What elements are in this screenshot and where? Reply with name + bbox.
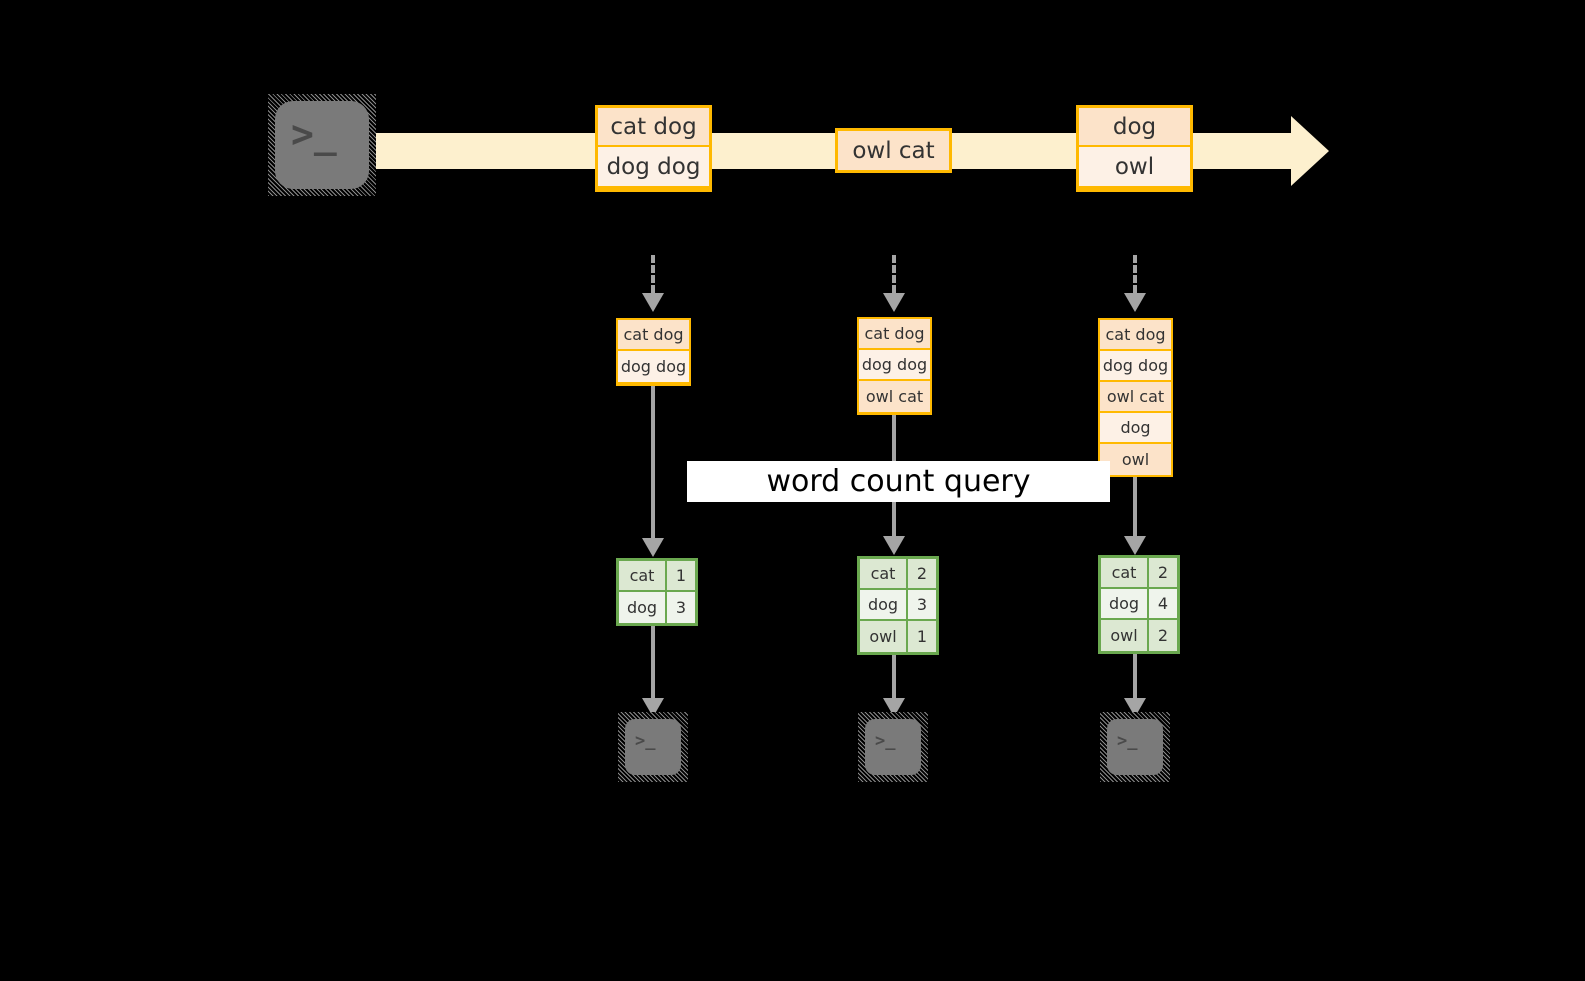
sink-terminal-icon-col1[interactable]: >_ [618, 712, 688, 782]
stream-band-mid1 [710, 133, 836, 169]
stream-event-group-2[interactable]: owl cat [835, 128, 952, 173]
query-arrowhead-col3 [1124, 536, 1146, 555]
sink-line-col3 [1133, 652, 1137, 698]
tap-arrowhead-col1 [642, 293, 664, 312]
buffer-event: cat dog [618, 320, 689, 351]
buffer-col2[interactable]: cat dog dog dog owl cat [857, 317, 932, 415]
result-table-col3[interactable]: cat 2 dog 4 owl 2 [1098, 555, 1180, 654]
terminal-screen: >_ [275, 101, 369, 189]
terminal-screen: >_ [625, 719, 681, 775]
buffer-event: dog dog [859, 350, 930, 381]
stream-band-right [1193, 133, 1291, 169]
table-cell-word: owl [1101, 620, 1149, 651]
buffer-event: cat dog [1100, 320, 1171, 351]
query-banner-label: word count query [766, 464, 1031, 499]
tap-line-col3 [1133, 255, 1137, 293]
terminal-screen: >_ [1107, 719, 1163, 775]
buffer-event: cat dog [859, 319, 930, 350]
table-cell-count: 3 [667, 592, 695, 623]
result-table-col1[interactable]: cat 1 dog 3 [616, 558, 698, 626]
sink-terminal-icon-col3[interactable]: >_ [1100, 712, 1170, 782]
sink-line-col1 [651, 625, 655, 698]
terminal-prompt-glyph: >_ [635, 731, 656, 751]
buffer-col3[interactable]: cat dog dog dog owl cat dog owl [1098, 318, 1173, 477]
tap-line-col1 [651, 255, 655, 293]
stream-event: owl [1079, 147, 1190, 186]
table-cell-count: 3 [908, 590, 936, 619]
buffer-event: dog [1100, 413, 1171, 444]
terminal-prompt-glyph: >_ [1117, 731, 1138, 751]
stream-event-group-3[interactable]: dog owl [1076, 105, 1193, 192]
table-row: dog 4 [1101, 589, 1177, 620]
sink-line-col2 [892, 653, 896, 698]
query-arrowhead-col1 [642, 538, 664, 557]
query-arrowhead-col2 [883, 536, 905, 555]
table-cell-count: 2 [1149, 620, 1177, 651]
table-row: owl 2 [1101, 620, 1177, 651]
table-cell-count: 1 [908, 621, 936, 652]
stream-event: owl cat [838, 131, 949, 170]
stream-event: dog dog [598, 147, 709, 186]
table-row: cat 2 [1101, 558, 1177, 589]
table-cell-word: cat [1101, 558, 1149, 587]
table-cell-count: 4 [1149, 589, 1177, 618]
buffer-event: owl cat [1100, 382, 1171, 413]
tap-line-col2 [892, 255, 896, 293]
table-cell-count: 2 [1149, 558, 1177, 587]
stream-arrowhead [1291, 116, 1329, 186]
stream-band-mid2 [950, 133, 1077, 169]
buffer-col1[interactable]: cat dog dog dog [616, 318, 691, 386]
tap-arrowhead-col2 [883, 293, 905, 312]
table-cell-count: 2 [908, 559, 936, 588]
buffer-event: owl cat [859, 381, 930, 412]
table-cell-count: 1 [667, 561, 695, 590]
tap-arrowhead-col3 [1124, 293, 1146, 312]
query-banner: word count query [687, 461, 1110, 502]
stream-event: dog [1079, 108, 1190, 147]
table-cell-word: owl [860, 621, 908, 652]
table-cell-word: cat [619, 561, 667, 590]
buffer-event: dog dog [1100, 351, 1171, 382]
table-row: cat 2 [860, 559, 936, 590]
sink-terminal-icon-col2[interactable]: >_ [858, 712, 928, 782]
result-table-col2[interactable]: cat 2 dog 3 owl 1 [857, 556, 939, 655]
table-cell-word: dog [1101, 589, 1149, 618]
query-line-col3 [1133, 477, 1137, 536]
table-row: owl 1 [860, 621, 936, 652]
terminal-prompt-glyph: >_ [875, 731, 896, 751]
table-cell-word: dog [619, 592, 667, 623]
query-line-col1 [651, 386, 655, 538]
stream-band-left [368, 133, 600, 169]
stream-event-group-1[interactable]: cat dog dog dog [595, 105, 712, 192]
table-row: dog 3 [619, 592, 695, 623]
table-row: cat 1 [619, 561, 695, 592]
table-cell-word: dog [860, 590, 908, 619]
terminal-screen: >_ [865, 719, 921, 775]
terminal-prompt-glyph: >_ [291, 112, 337, 156]
buffer-event: owl [1100, 444, 1171, 475]
stream-event: cat dog [598, 108, 709, 147]
buffer-event: dog dog [618, 351, 689, 382]
table-cell-word: cat [860, 559, 908, 588]
table-row: dog 3 [860, 590, 936, 621]
source-terminal-icon[interactable]: >_ [268, 94, 376, 196]
